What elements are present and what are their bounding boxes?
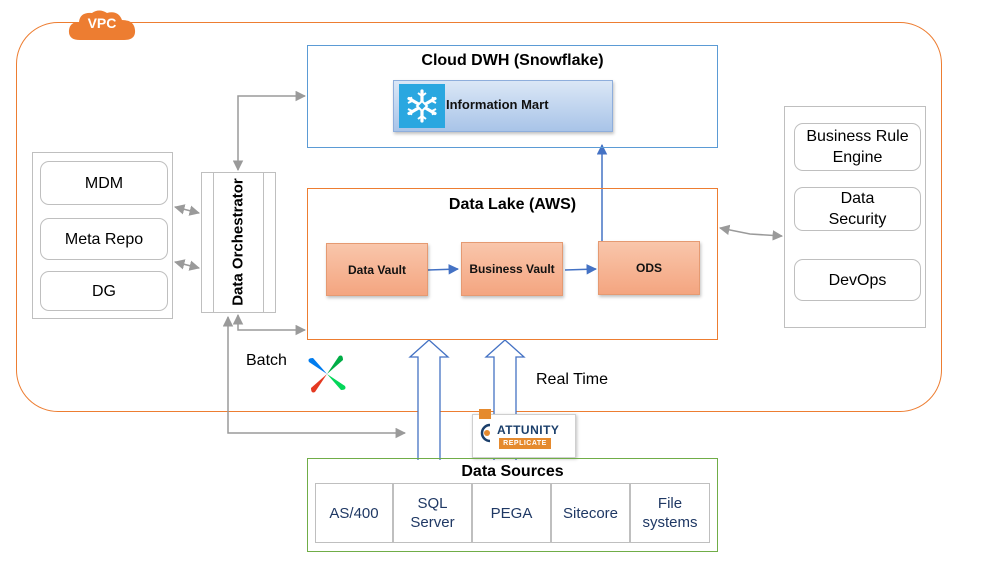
data-sources-title: Data Sources [461,463,564,480]
governance-panel [32,152,173,319]
snowflake-icon [399,84,445,128]
real-time-label: Real Time [536,371,609,388]
ods-box: ODS [598,241,700,295]
cloud-dwh-box: Cloud DWH (Snowflake) [307,45,718,148]
dg-box: DG [40,271,168,311]
orchestrator-inner-frame [213,172,264,313]
data-sources-box [307,458,718,552]
attunity-product: REPLICATE [499,438,551,449]
mdm-box: MDM [40,161,168,205]
data-lake-box: Data Lake (AWS) [307,188,718,340]
airflow-pinwheel-icon [308,355,346,393]
business-vault-box: Business Vault [461,242,563,296]
meta-repo-box: Meta Repo [40,218,168,260]
attunity-tab [479,409,491,419]
source-sql-server: SQL Server [393,483,472,543]
information-mart-label: Information Mart [446,97,549,112]
source-file-systems: File systems [630,483,710,543]
batch-label: Batch [246,352,287,369]
cloud-icon [68,10,136,40]
source-as400: AS/400 [315,483,393,543]
data-vault-box: Data Vault [326,243,428,296]
data-security-box: Data Security [794,187,921,231]
attunity-mark-icon [480,423,491,443]
business-rule-engine-box: Business Rule Engine [794,123,921,171]
attunity-name: ATTUNITY [497,423,560,437]
attunity-replicate-logo [472,414,576,458]
devops-box: DevOps [794,259,921,301]
vpc-label: VPC [87,15,117,31]
source-sitecore: Sitecore [551,483,630,543]
data-lake-title: Data Lake (AWS) [448,196,577,213]
cloud-dwh-title: Cloud DWH (Snowflake) [421,52,604,69]
services-panel [784,106,926,328]
source-pega: PEGA [472,483,551,543]
data-orchestrator-label: Data Orchestrator [229,178,247,306]
